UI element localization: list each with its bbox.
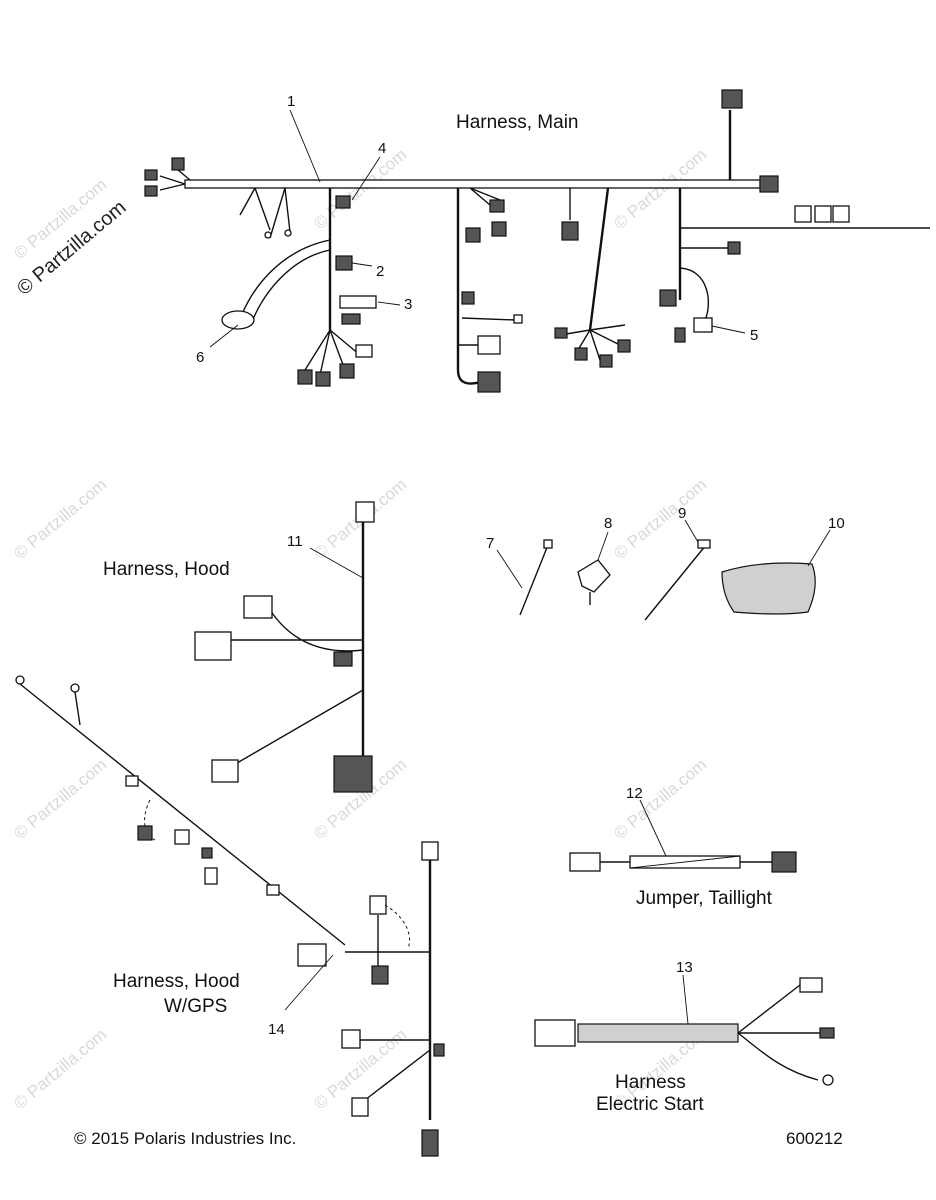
title-harness-hood-gps-line1: Harness, Hood	[113, 971, 240, 992]
callout-11: 11	[287, 533, 303, 550]
callout-6: 6	[196, 349, 204, 366]
callout-5: 5	[750, 327, 758, 344]
title-electric-start-line1: Harness	[615, 1072, 686, 1093]
harness-electric-start	[534, 977, 835, 1086]
callout-3: 3	[404, 296, 412, 313]
watermark: © Partzilla.com	[310, 145, 410, 233]
callouts: 1 2 3 4 5 6 7 8 9 10 11 12 13 14	[196, 93, 845, 1038]
callout-8: 8	[604, 515, 612, 532]
watermark: © Partzilla.com	[10, 755, 110, 843]
title-jumper-taillight: Jumper, Taillight	[636, 888, 773, 909]
callout-9: 9	[678, 505, 686, 522]
watermark-layer: © Partzilla.com © Partzilla.com © Partzi…	[10, 145, 710, 1113]
section-titles: Harness, Main Harness, Hood Jumper, Tail…	[103, 112, 773, 1115]
footer-copyright: © 2015 Polaris Industries Inc.	[74, 1129, 296, 1148]
watermark: © Partzilla.com	[610, 475, 710, 563]
callout-1: 1	[287, 93, 295, 110]
small-parts	[519, 539, 816, 621]
callout-12: 12	[626, 785, 643, 802]
title-electric-start-line2: Electric Start	[596, 1094, 704, 1115]
harness-hood-gps	[15, 675, 445, 1157]
title-harness-hood: Harness, Hood	[103, 559, 230, 580]
watermark: © Partzilla.com	[610, 145, 710, 233]
leader-lines	[209, 109, 831, 1025]
harness-hood	[194, 501, 375, 793]
jumper-taillight	[569, 851, 797, 873]
title-harness-hood-gps-line2: W/GPS	[164, 996, 227, 1017]
callout-13: 13	[676, 959, 693, 976]
callout-2: 2	[376, 263, 384, 280]
footer-diagram-number: 600212	[786, 1129, 843, 1148]
callout-10: 10	[828, 515, 845, 532]
callout-4: 4	[378, 140, 386, 157]
callout-14: 14	[268, 1021, 285, 1038]
watermark: © Partzilla.com	[10, 475, 110, 563]
callout-7: 7	[486, 535, 494, 552]
watermark: © Partzilla.com	[10, 1025, 110, 1113]
title-harness-main: Harness, Main	[456, 112, 579, 133]
harness-main	[144, 89, 930, 393]
